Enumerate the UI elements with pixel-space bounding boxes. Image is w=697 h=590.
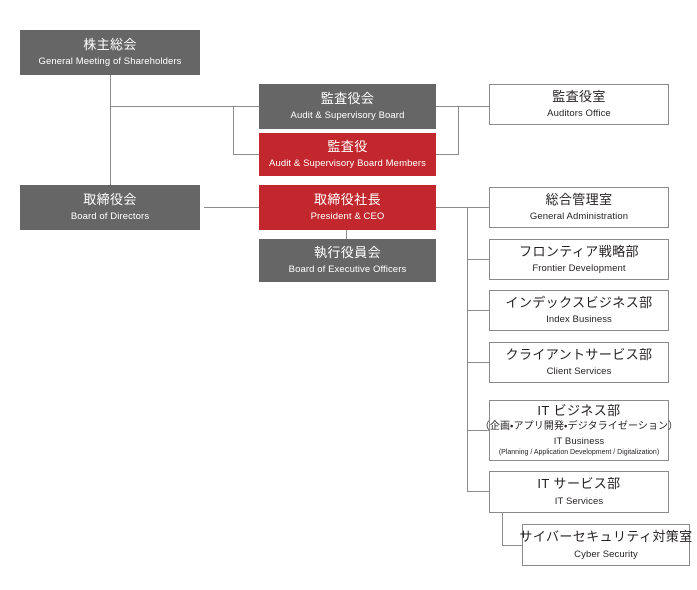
node-audit-members-jp: 監査役 xyxy=(327,138,368,154)
node-frontier-development[interactable]: フロンティア戦略部 Frontier Development xyxy=(489,239,669,280)
connector-branch-general-administration xyxy=(467,207,490,208)
node-auditors-office[interactable]: 監査役室 Auditors Office xyxy=(489,84,669,125)
node-executive-officers[interactable]: 執行役員会 Board of Executive Officers xyxy=(259,239,436,282)
node-auditors-office-en: Auditors Office xyxy=(547,108,611,120)
connector-audit-board-stub xyxy=(233,106,260,107)
connector-it-services-to-cyber-down xyxy=(502,513,503,546)
node-cyber-security[interactable]: サイバーセキュリティ対策室 Cyber Security xyxy=(519,524,693,566)
node-president-ceo-jp: 取締役社長 xyxy=(313,191,381,207)
node-it-business-jp-sub: （企画・アプリ開発・デジタライゼーション） xyxy=(479,420,679,432)
node-it-business[interactable]: IT ビジネス部 （企画・アプリ開発・デジタライゼーション） IT Busine… xyxy=(480,400,678,461)
node-board-of-directors-en: Board of Directors xyxy=(70,211,150,223)
connector-auditors-office-bracket xyxy=(458,106,459,155)
node-general-administration-jp: 総合管理室 xyxy=(545,191,613,207)
node-index-business-jp: インデックスビジネス部 xyxy=(505,294,653,310)
node-client-services-jp: クライアントサービス部 xyxy=(505,346,653,362)
connector-board-to-ceo xyxy=(204,207,260,208)
node-cyber-security-jp: サイバーセキュリティ対策室 xyxy=(519,529,693,545)
connector-shareholders-to-board xyxy=(110,106,111,185)
node-board-of-directors[interactable]: 取締役会 Board of Directors xyxy=(20,185,200,230)
connector-branch-index-business xyxy=(467,310,490,311)
node-frontier-development-en: Frontier Development xyxy=(532,263,626,275)
connector-branch-it-services xyxy=(467,491,490,492)
connector-audit-bracket-vertical xyxy=(233,106,234,155)
node-client-services[interactable]: クライアントサービス部 Client Services xyxy=(489,342,669,383)
connector-branch-it-business xyxy=(467,430,490,431)
node-it-business-en-sub: (Planning / Application Development / Di… xyxy=(498,448,660,456)
node-shareholders[interactable]: 株主総会 General Meeting of Shareholders xyxy=(20,30,200,75)
node-audit-members[interactable]: 監査役 Audit & Supervisory Board Members xyxy=(259,133,436,176)
connector-branch-client-services xyxy=(467,362,490,363)
connector-department-trunk xyxy=(467,207,468,491)
node-executive-officers-en: Board of Executive Officers xyxy=(288,264,407,276)
node-executive-officers-jp: 執行役員会 xyxy=(313,244,381,260)
node-it-business-jp: IT ビジネス部 xyxy=(537,403,621,419)
connector-audit-members-stub xyxy=(233,154,260,155)
node-index-business-en: Index Business xyxy=(546,314,612,326)
connector-audit-members-right xyxy=(435,154,459,155)
connector-auditors-office-stub xyxy=(458,106,490,107)
connector-ceo-to-executive-officers xyxy=(346,230,347,239)
node-audit-board[interactable]: 監査役会 Audit & Supervisory Board xyxy=(259,84,436,129)
node-president-ceo-en: President & CEO xyxy=(310,211,385,223)
node-auditors-office-jp: 監査役室 xyxy=(552,88,606,104)
node-client-services-en: Client Services xyxy=(546,366,612,378)
connector-shareholders-down xyxy=(110,74,111,107)
node-shareholders-en: General Meeting of Shareholders xyxy=(38,56,182,68)
connector-cyber-security-stub xyxy=(502,545,523,546)
node-it-services[interactable]: IT サービス部 IT Services xyxy=(489,471,669,513)
connector-audit-board-right xyxy=(435,106,459,107)
node-president-ceo[interactable]: 取締役社長 President & CEO xyxy=(259,185,436,230)
node-audit-board-en: Audit & Supervisory Board xyxy=(290,110,405,122)
node-it-business-en: IT Business xyxy=(553,436,605,448)
node-it-services-jp: IT サービス部 xyxy=(537,476,621,492)
node-board-of-directors-jp: 取締役会 xyxy=(83,191,137,207)
node-index-business[interactable]: インデックスビジネス部 Index Business xyxy=(489,290,669,331)
node-audit-board-jp: 監査役会 xyxy=(320,90,375,106)
node-general-administration-en: General Administration xyxy=(529,211,629,223)
node-it-services-en: IT Services xyxy=(554,495,604,507)
connector-branch-frontier-development xyxy=(467,259,490,260)
node-cyber-security-en: Cyber Security xyxy=(574,548,638,560)
connector-ceo-right-stem xyxy=(435,207,490,208)
node-shareholders-jp: 株主総会 xyxy=(83,36,137,52)
node-audit-members-en: Audit & Supervisory Board Members xyxy=(269,158,426,170)
node-frontier-development-jp: フロンティア戦略部 xyxy=(519,243,639,259)
node-general-administration[interactable]: 総合管理室 General Administration xyxy=(489,187,669,228)
